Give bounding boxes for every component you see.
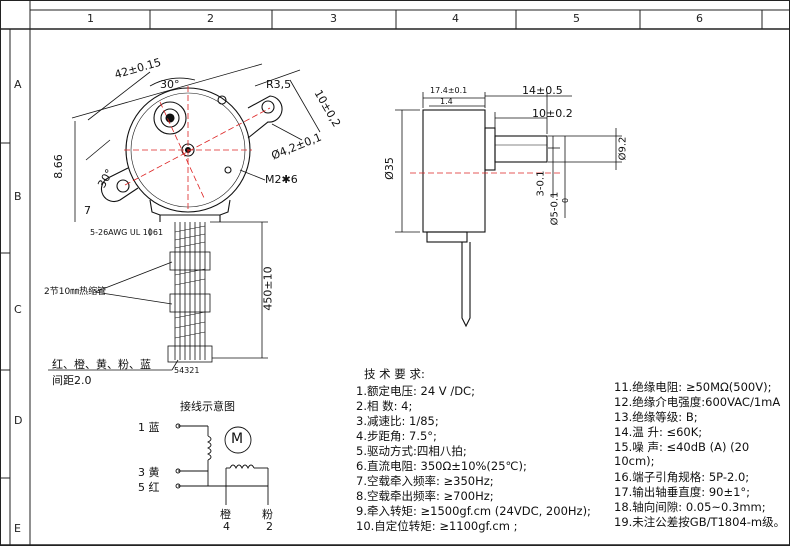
row-label-a: A <box>14 78 22 91</box>
dim-shaft-out: Ø9.2 <box>617 136 629 161</box>
dim-radius: R3,5 <box>266 78 292 91</box>
wire-hatching <box>174 225 206 339</box>
col-label-2: 2 <box>207 12 214 25</box>
pin3-label: 3 黄 <box>138 466 160 479</box>
row-ticks <box>0 142 10 479</box>
front-centerlines <box>124 86 271 212</box>
coil-1 <box>206 435 212 461</box>
row-label-c: C <box>14 303 22 316</box>
dim-shaft-tol: 0 <box>561 197 571 204</box>
req-item: 12.绝缘介电强度:600VAC/1mA <box>614 395 781 409</box>
orange-label: 橙 <box>220 508 231 521</box>
pin5-label: 5 红 <box>138 481 160 494</box>
mount-tab-left <box>100 167 139 203</box>
motor-symbol: M <box>231 431 244 447</box>
dim-shaft: Ø5-0.1 <box>549 191 561 226</box>
mount-hole-left <box>116 179 130 193</box>
rivet-bottom <box>224 166 232 174</box>
req-item: 10.自定位转矩: ≥1100gf.cm ; <box>356 519 518 533</box>
mount-tab-right <box>247 95 283 139</box>
row-label-d: D <box>14 414 23 427</box>
req-item: 10cm); <box>614 454 655 468</box>
req-item: 7.空载牵入频率: ≥350Hz; <box>356 474 494 488</box>
req-item: 3.减速比: 1/85; <box>356 414 439 428</box>
req-item: 11.绝缘电阻: ≥50MΩ(500V); <box>614 380 772 394</box>
motor-symbol-circle <box>224 426 252 454</box>
shaft-side <box>494 135 548 163</box>
req-item: 8.空载牵出频率: ≥700Hz; <box>356 489 494 503</box>
req-item: 13.绝缘等级: B; <box>614 410 698 424</box>
side-dimensions <box>395 92 622 233</box>
dim-small: 7 <box>84 204 91 217</box>
req-item: 19.未注公差按GB/T1804-m级。 <box>614 515 786 529</box>
col-label-3: 3 <box>330 12 337 25</box>
wire-label: 5-26AWG UL 1061 <box>90 228 164 237</box>
col-label-1: 1 <box>87 12 94 25</box>
req-item: 9.牵入转矩: ≥1500gf.cm (24VDC, 200Hz); <box>356 504 591 518</box>
req-item: 5.驱动方式:四相八拍; <box>356 444 467 458</box>
req-item: 16.端子引角规格: 5P-2.0; <box>614 470 750 484</box>
orange-num: 4 <box>223 520 230 533</box>
coil-2 <box>229 464 255 470</box>
connector-housing <box>167 345 213 363</box>
dim-screw: M2✱6 <box>265 173 298 186</box>
heat-shrink-2 <box>169 293 211 313</box>
req-item: 1.额定电压: 24 V /DC; <box>356 384 475 398</box>
mount-hole-right <box>261 100 275 114</box>
pink-num: 2 <box>266 520 273 533</box>
dim-side-a: 17.4±0.1 <box>430 86 468 95</box>
col-label-4: 4 <box>452 12 459 25</box>
col-label-5: 5 <box>573 12 580 25</box>
req-item: 4.步距角: 7.5°; <box>356 429 437 443</box>
req-item: 17.输出轴垂直度: 90±1°; <box>614 485 751 499</box>
dim-center: 8.66 <box>51 154 65 179</box>
shaft-flat <box>165 113 175 123</box>
row-label-e: E <box>14 522 21 535</box>
heat-shrink-leader-1 <box>94 261 173 293</box>
req-item: 2.相 数: 4; <box>356 399 413 413</box>
pin1-label: 1 蓝 <box>138 421 160 434</box>
heat-shrink-label: 2节10㎜热缩管 <box>44 287 107 297</box>
dim-side-c: 14±0.5 <box>522 84 563 97</box>
pitch-label: 间距2.0 <box>52 374 92 387</box>
wire-length: 450±10 <box>261 266 275 311</box>
connector-pins: 54321 <box>174 366 200 375</box>
wire-bundle <box>48 221 268 371</box>
req-item: 15.噪 声: ≤40dB (A) (20 <box>614 440 750 454</box>
side-view <box>422 109 548 328</box>
wire-exit-block <box>149 199 231 216</box>
req-item: 14.温 升: ≤60K; <box>614 425 703 439</box>
wire-exit-side <box>426 231 468 243</box>
rivet-top <box>217 95 227 105</box>
front-dimensions <box>71 63 321 236</box>
wire-color-leader-tip <box>171 359 179 371</box>
terminal-1 <box>175 423 181 429</box>
req-item: 6.直流电阻: 350Ω±10%(25℃); <box>356 459 527 473</box>
req-item: 18.轴向间隙: 0.05~0.3mm; <box>614 500 766 514</box>
column-ticks <box>149 10 763 29</box>
dim-side-b: 1.4 <box>440 97 453 106</box>
dim-side-d: 10±0.2 <box>532 107 573 120</box>
terminal-3 <box>175 468 181 474</box>
requirements-title: 技 术 要 求: <box>364 367 425 381</box>
wire-side <box>461 242 471 328</box>
heat-shrink-1 <box>169 251 211 271</box>
terminal-5 <box>175 483 181 489</box>
wire-colors: 红、橙、黄、粉、蓝 <box>52 358 151 371</box>
col-label-6: 6 <box>696 12 703 25</box>
wiring-diagram <box>175 423 269 505</box>
heat-shrink-leader-2 <box>94 291 173 305</box>
dim-diameter: Ø35 <box>382 157 396 180</box>
dim-flat: 3-0.1 <box>535 170 547 197</box>
dim-angle-top: 30° <box>160 78 180 91</box>
pink-label: 粉 <box>262 508 273 521</box>
output-shaft <box>160 108 180 128</box>
wiring-title: 接线示意图 <box>180 400 235 413</box>
row-label-b: B <box>14 190 22 203</box>
output-gear <box>153 101 187 135</box>
